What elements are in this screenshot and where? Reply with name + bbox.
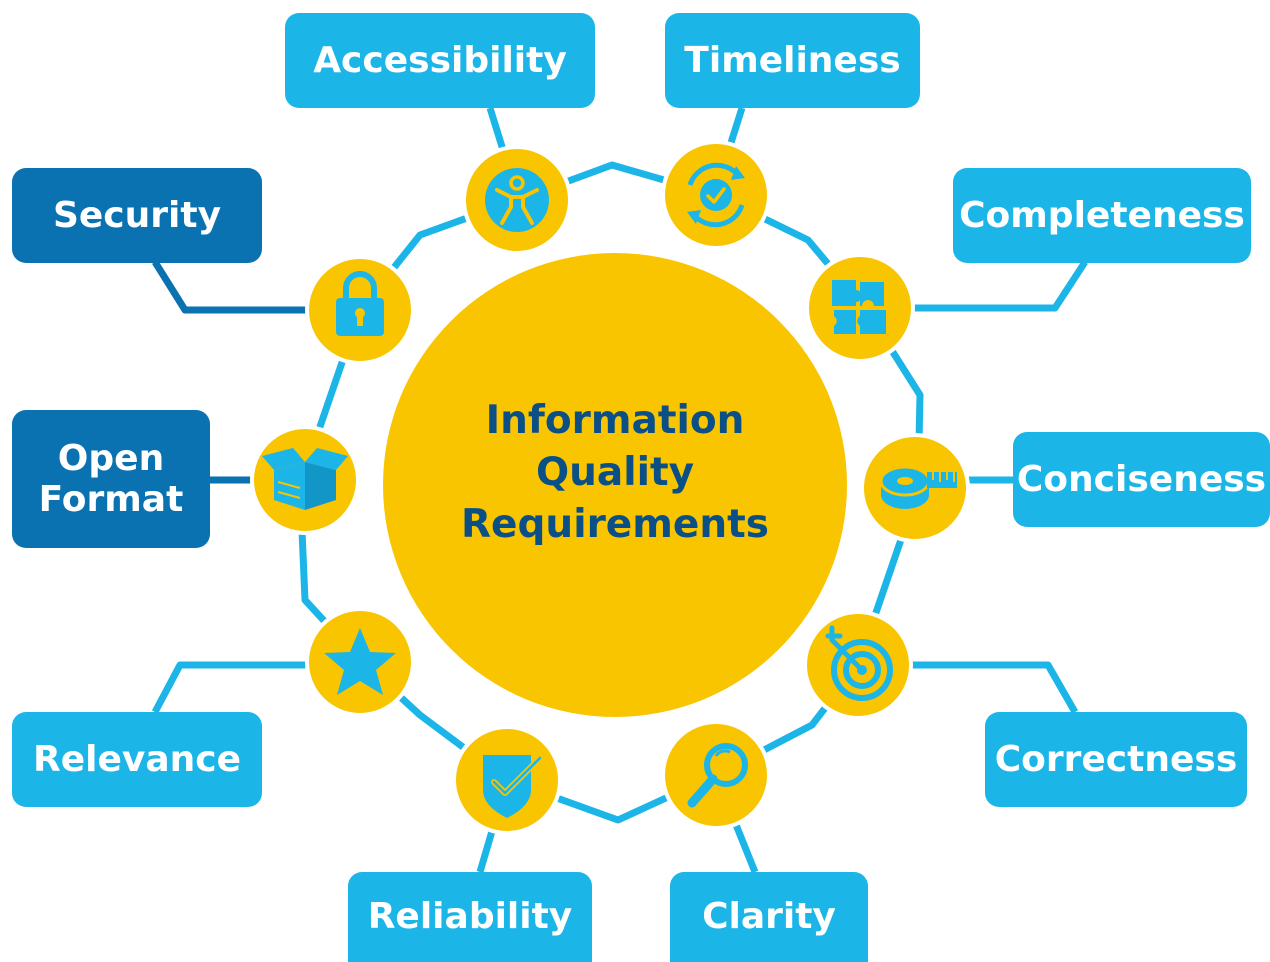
star-icon	[324, 628, 396, 695]
open-format-node	[250, 425, 360, 535]
accessibility-label-box: Accessibility	[285, 13, 595, 108]
connector-security	[152, 260, 360, 314]
open-format-label-box: Open Format	[12, 410, 210, 548]
relevance-node	[305, 607, 415, 717]
center-circle	[383, 253, 847, 717]
connector-correctness	[858, 661, 1079, 714]
center-title: Information Quality Requirements	[395, 395, 835, 551]
reliability-node	[452, 725, 562, 835]
completeness-node	[805, 253, 915, 363]
correctness-label-box: Correctness	[985, 712, 1247, 807]
magnifier-icon	[687, 743, 748, 808]
padlock-icon	[336, 271, 384, 336]
accessibility-node	[462, 145, 572, 255]
conciseness-label-box: Conciseness	[1013, 432, 1270, 527]
target-icon	[825, 625, 893, 701]
person-icon	[485, 168, 549, 232]
center-title-line-3: Requirements	[461, 501, 769, 547]
shield-check-icon	[483, 755, 543, 818]
clock-icon	[687, 162, 745, 228]
completeness-label: Completeness	[959, 194, 1245, 236]
completeness-label-box: Completeness	[953, 168, 1251, 263]
center-title-line-2: Quality	[535, 449, 695, 495]
connector-relevance	[151, 661, 360, 714]
clarity-label: Clarity	[702, 896, 836, 938]
relevance-label: Relevance	[32, 738, 242, 780]
correctness-node	[803, 610, 913, 720]
conciseness-label: Conciseness	[1016, 458, 1267, 500]
box-icon	[262, 448, 348, 510]
open-format-label-line-1: Open	[57, 437, 165, 479]
tape-measure-icon	[879, 465, 957, 509]
accessibility-label: Accessibility	[313, 39, 567, 81]
conciseness-node	[860, 433, 970, 543]
relevance-label-box: Relevance	[12, 712, 262, 807]
connector-completeness	[860, 260, 1088, 312]
correctness-label: Correctness	[994, 738, 1238, 780]
timeliness-label: Timeliness	[684, 39, 901, 81]
security-node	[305, 255, 415, 365]
security-label-box: Security	[12, 168, 262, 263]
reliability-label: Reliability	[367, 896, 573, 938]
clarity-node	[661, 720, 771, 830]
timeliness-node	[661, 140, 771, 250]
timeliness-label-box: Timeliness	[665, 13, 920, 108]
security-label: Security	[52, 194, 222, 236]
open-format-label-line-2: Format	[38, 479, 184, 520]
clarity-label-box: Clarity	[670, 872, 868, 962]
center-title-line-1: Information	[485, 398, 745, 443]
reliability-label-box: Reliability	[348, 872, 592, 962]
puzzle-icon	[832, 280, 886, 334]
